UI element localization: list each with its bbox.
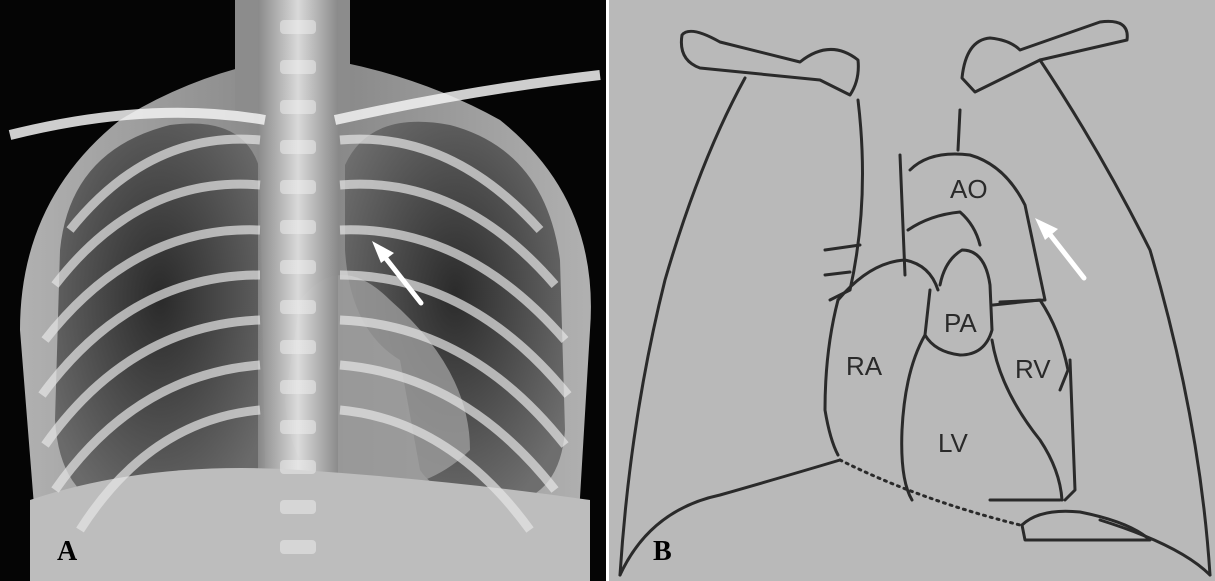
xray-panel: A	[0, 0, 609, 581]
heart-diagram: AO PA RA RV LV	[609, 0, 1215, 581]
diagram-panel: AO PA RA RV LV B	[609, 0, 1215, 581]
label-pa: PA	[944, 308, 977, 338]
panel-b-label: B	[653, 538, 672, 566]
label-ra: RA	[846, 351, 883, 381]
panel-a-label: A	[57, 538, 77, 566]
label-rv: RV	[1015, 354, 1051, 384]
label-ao: AO	[950, 174, 988, 204]
xray-image	[0, 0, 609, 581]
label-lv: LV	[938, 428, 969, 458]
